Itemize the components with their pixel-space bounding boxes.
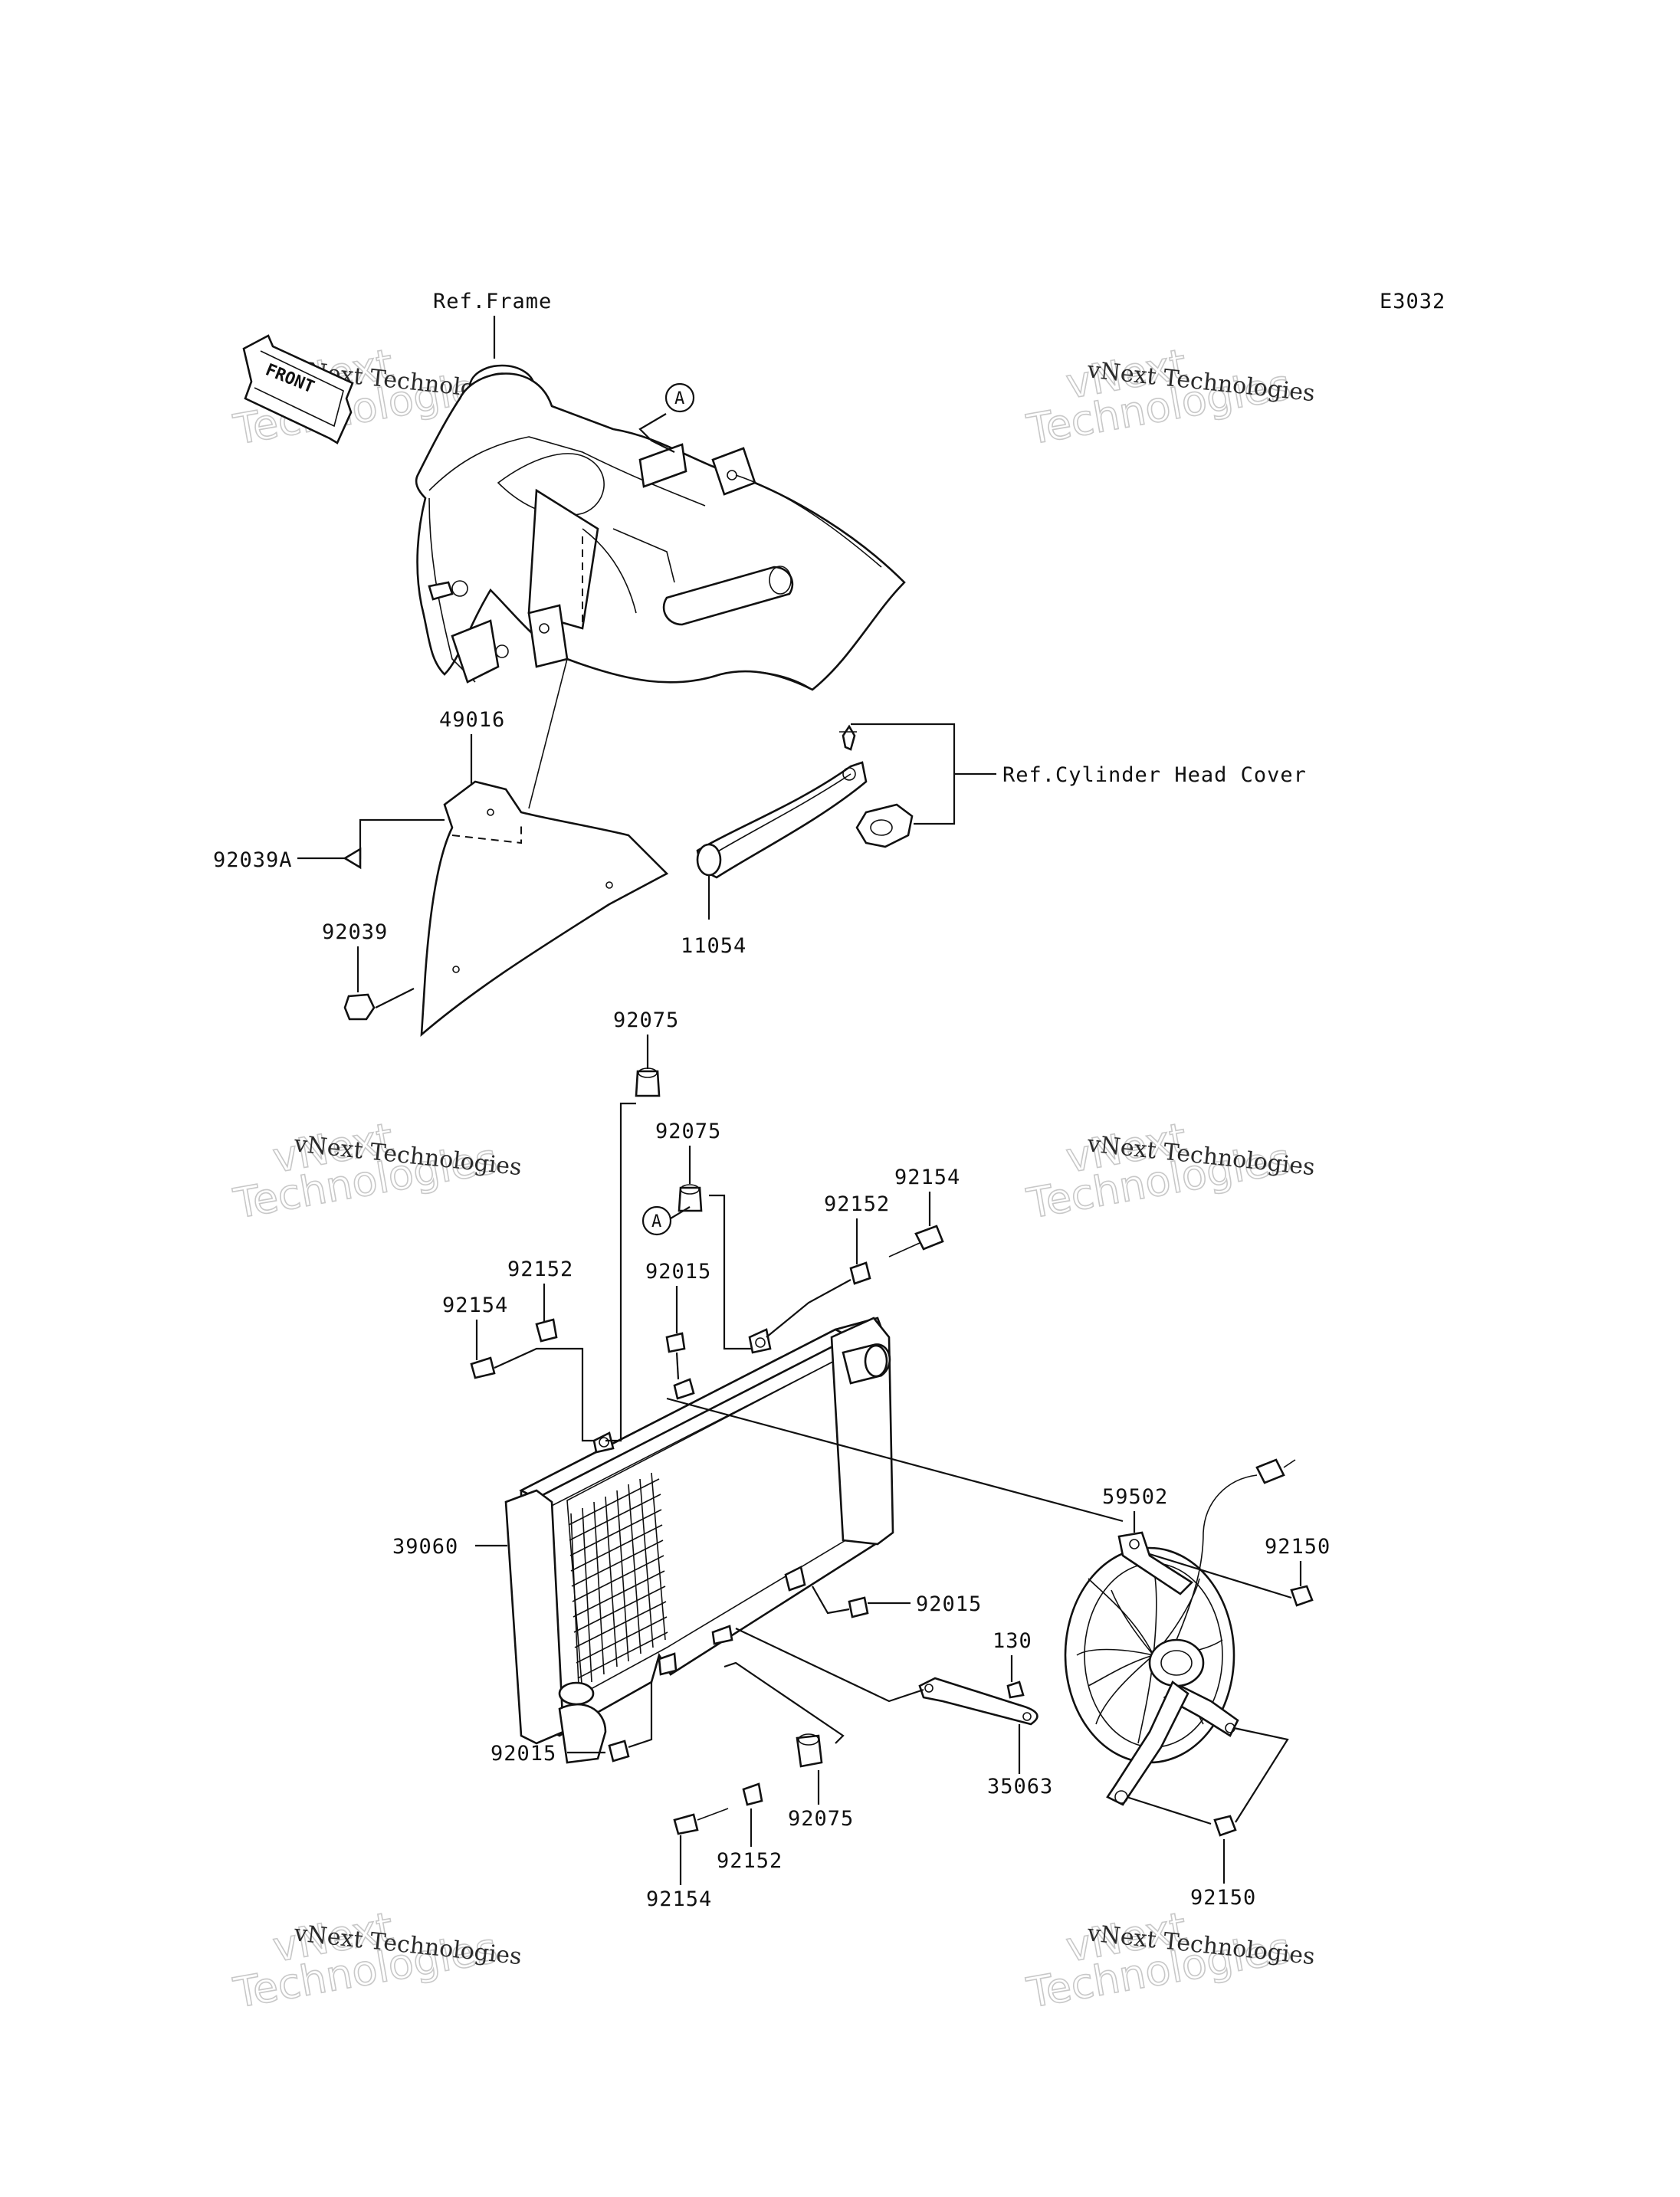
part-11054: 11054 (681, 934, 746, 958)
front-arrow-icon: FRONT (242, 334, 354, 444)
collar-92152-right (849, 1261, 871, 1285)
part-49016: 49016 (439, 708, 505, 732)
part-92154-bottom: 92154 (646, 1887, 712, 1911)
part-35063: 35063 (987, 1775, 1053, 1799)
part-92152-right: 92152 (824, 1192, 890, 1216)
bolt-130 (1006, 1681, 1025, 1699)
radiator-39060 (504, 1317, 894, 1764)
screw-92039A (343, 847, 362, 870)
stay-35063 (918, 1677, 1039, 1726)
ref-cylinder-head-cover-label: Ref.Cylinder Head Cover (1002, 763, 1307, 787)
nut-92015-top (665, 1332, 686, 1353)
callout-a-bottom (641, 1205, 672, 1236)
bolt-92154-left (470, 1356, 496, 1379)
part-92150-top: 92150 (1265, 1535, 1331, 1559)
part-130: 130 (993, 1629, 1032, 1653)
part-92015-top: 92015 (645, 1260, 711, 1284)
ref-frame-label: Ref.Frame (433, 290, 552, 313)
bolt-92154-right (914, 1225, 944, 1251)
bracket-11054 (696, 761, 868, 879)
fan-59502 (1064, 1458, 1296, 1806)
watermark-bottom-right: vNext Technologies vNext Technologies (1022, 1903, 1316, 2018)
part-92039: 92039 (322, 920, 388, 944)
watermark-middle-right: vNext Technologies vNext Technologies (1022, 1113, 1316, 1229)
part-92075-mid: 92075 (655, 1120, 721, 1143)
part-92075-top: 92075 (613, 1008, 679, 1032)
part-92154-left: 92154 (442, 1294, 508, 1317)
callout-a-bottom-label: A (651, 1212, 661, 1231)
grommet-92075-top (635, 1070, 661, 1097)
nut-92015-bottom (608, 1740, 630, 1763)
bolt-92154-bottom (673, 1813, 699, 1835)
watermark-middle-left: vNext Technologies vNext Technologies (229, 1113, 523, 1229)
part-39060: 39060 (392, 1535, 458, 1559)
part-92150-bottom: 92150 (1190, 1886, 1256, 1910)
nut-92015-mid (848, 1596, 869, 1618)
part-92154-right: 92154 (894, 1166, 960, 1189)
callout-a-top-leader (638, 413, 675, 453)
watermark-top-right: vNext Technologies vNext Technologies (1022, 339, 1316, 455)
collar-92152-left (535, 1318, 558, 1343)
nut-92039 (343, 993, 376, 1021)
part-92075-bottom: 92075 (788, 1807, 854, 1831)
part-92015-mid: 92015 (916, 1592, 982, 1616)
collar-92152-bottom (742, 1782, 763, 1806)
part-59502: 59502 (1102, 1485, 1168, 1509)
part-92152-left: 92152 (507, 1258, 573, 1281)
nut-92150-top (1290, 1585, 1314, 1607)
diagram-code: E3032 (1380, 290, 1445, 313)
watermark-bottom-left: vNext Technologies vNext Technologies (229, 1903, 523, 2018)
frame-assembly (415, 364, 906, 809)
part-92039A: 92039A (213, 848, 293, 872)
callout-a-top (664, 382, 695, 413)
shield-49016 (420, 780, 669, 1037)
nut-92150-bottom (1213, 1815, 1237, 1837)
callout-a-top-label: A (674, 389, 684, 408)
cylinder-head-cover-ref (839, 724, 914, 848)
part-92015-bottom: 92015 (491, 1742, 556, 1766)
part-92152-bottom: 92152 (717, 1849, 783, 1873)
